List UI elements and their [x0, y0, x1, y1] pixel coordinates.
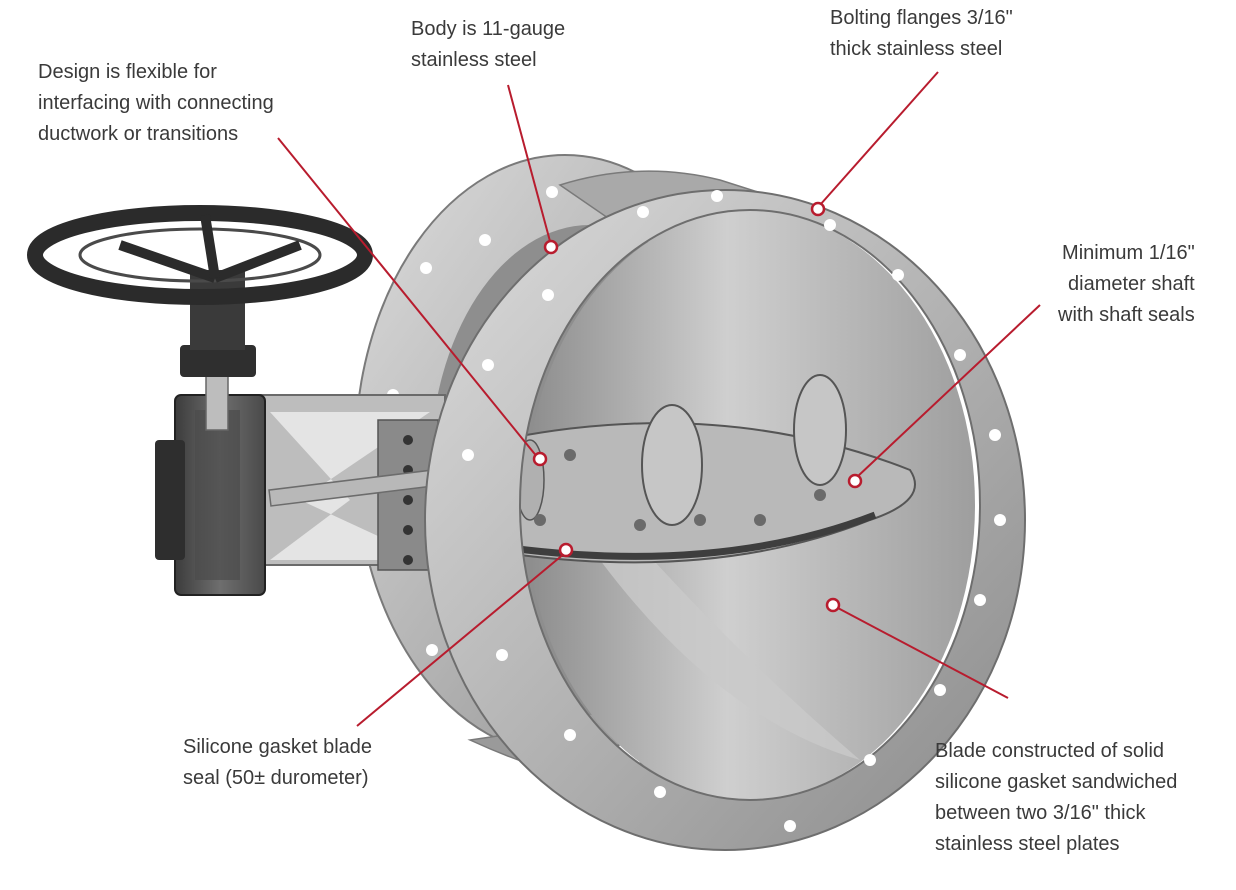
callout-line: ductwork or transitions — [38, 123, 239, 145]
callout-line: thick stainless steel — [830, 38, 1003, 60]
callout-body-gauge: Body is 11-gauge stainless steel — [411, 14, 565, 76]
callout-line: between two 3/16" thick — [935, 802, 1146, 824]
callout-line: stainless steel plates — [935, 833, 1120, 855]
leader-shaft — [847, 304, 1041, 489]
callout-line: Minimum 1/16" — [1062, 242, 1195, 264]
callout-bolting-flanges: Bolting flanges 3/16" thick stainless st… — [830, 3, 1013, 65]
leader-blade — [825, 597, 1009, 699]
leader-design — [277, 137, 548, 467]
callout-line: interfacing with connecting — [38, 92, 274, 114]
handwheel — [27, 205, 373, 431]
callout-line: diameter shaft — [1068, 273, 1195, 295]
callout-line: Design is flexible for — [38, 61, 217, 83]
gearbox — [155, 394, 266, 596]
callout-design-flexibility: Design is flexible for interfacing with … — [38, 57, 274, 150]
damper-blade — [487, 374, 916, 564]
callout-line: Bolting flanges 3/16" — [830, 7, 1013, 29]
leader-body — [507, 84, 559, 255]
callout-line: with shaft seals — [1058, 304, 1195, 326]
front-flange — [424, 188, 1026, 852]
callout-line: silicone gasket sandwiched — [935, 771, 1178, 793]
leader-bolting — [810, 71, 939, 217]
callout-line: Body is 11-gauge — [411, 18, 566, 40]
callout-blade-construction: Blade constructed of solid silicone gask… — [935, 736, 1177, 860]
callout-line: stainless steel — [411, 49, 537, 71]
callout-shaft: Minimum 1/16" diameter shaft with shaft … — [1058, 238, 1195, 331]
leader-gasket — [356, 542, 574, 727]
callout-line: seal (50± durometer) — [183, 767, 369, 789]
callout-line: Blade constructed of solid — [935, 740, 1165, 762]
callout-line: Silicone gasket blade — [183, 736, 373, 758]
callout-gasket-seal: Silicone gasket blade seal (50± duromete… — [183, 732, 372, 794]
